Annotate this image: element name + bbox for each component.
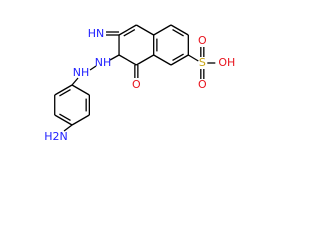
double-bond-inner: [172, 29, 184, 37]
ring-bond: [136, 24, 155, 36]
amine-label: H2N: [44, 130, 68, 143]
ring-bond: [153, 54, 172, 66]
imine-label: HN: [88, 27, 105, 40]
n-n-bond: [89, 65, 97, 71]
ring-bond: [170, 24, 189, 36]
ring-bond: [153, 24, 172, 36]
ring-bond: [118, 54, 137, 66]
double-bond-inner: [123, 29, 136, 37]
carbonyl-o-label: O: [132, 78, 141, 91]
sulfur-label: S: [199, 56, 206, 69]
ring-bond: [170, 54, 189, 66]
phenyl-bond: [71, 114, 90, 126]
sulfonate-o-bottom-label: O: [198, 78, 207, 91]
c-n-bond: [109, 54, 120, 61]
n-phenyl-bond: [71, 77, 79, 86]
c-n-amine-bond: [63, 124, 73, 132]
double-bond-inner: [59, 89, 71, 97]
phenyl-bond: [71, 84, 90, 96]
ring-bond: [136, 54, 155, 66]
hydrazo-label-1: NH: [95, 56, 112, 69]
double-bond-inner: [59, 113, 71, 121]
ring-bond: [118, 24, 137, 36]
double-bond-inner: [172, 53, 184, 61]
phenyl-bond: [54, 114, 73, 126]
c-s-bond: [187, 54, 199, 62]
sulfonate-o-top-label: O: [198, 34, 207, 47]
sulfonate-oh-label: OH: [218, 56, 235, 69]
hydrazo-label-2: NH: [73, 66, 90, 79]
phenyl-bond: [54, 84, 73, 96]
